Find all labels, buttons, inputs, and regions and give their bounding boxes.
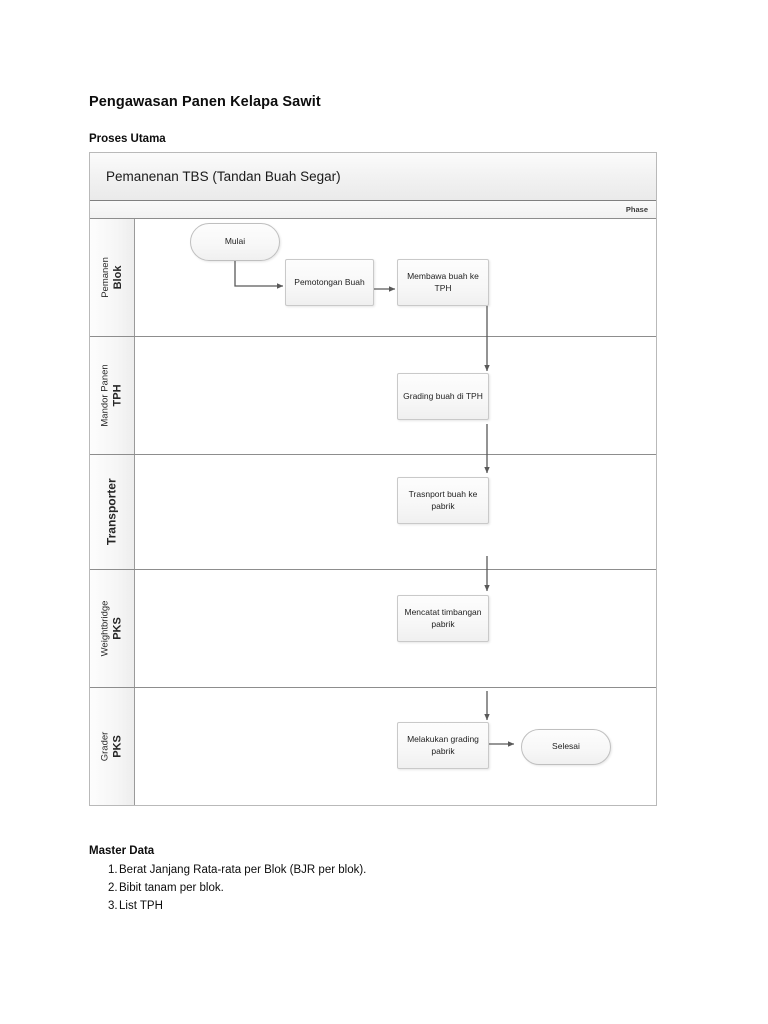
node-mencatat-timbangan-pabrik[interactable]: Mencatat timbangan pabrik bbox=[397, 595, 489, 642]
node-end-selesai[interactable]: Selesai bbox=[521, 729, 611, 765]
pool-title: Pemanenan TBS (Tandan Buah Segar) bbox=[106, 169, 341, 184]
section-heading-master-data: Master Data bbox=[89, 845, 155, 857]
lane-header-mandor-panen-tph: Mandor Panen TPH bbox=[90, 337, 135, 454]
lane-mandor-panen-tph: Mandor Panen TPH Grading buah di TPH bbox=[90, 337, 656, 455]
lane-label-line1: Mandor Panen bbox=[99, 364, 111, 427]
section-heading-proses-utama: Proses Utama bbox=[89, 133, 166, 145]
lane-pemanen-blok: Pemanen Blok Mulai Pemotongan Buah Memba… bbox=[90, 219, 656, 337]
node-start-mulai[interactable]: Mulai bbox=[190, 223, 280, 261]
lane-label-line2: TPH bbox=[111, 384, 124, 407]
list-item-text: Berat Janjang Rata-rata per Blok (BJR pe… bbox=[119, 864, 367, 876]
lane-header-weightbridge-pks: Weightbridge PKS bbox=[90, 570, 135, 687]
node-melakukan-grading-pabrik[interactable]: Melakukan grading pabrik bbox=[397, 722, 489, 769]
list-item: 3. List TPH bbox=[89, 898, 609, 916]
lane-container: Pemanen Blok Mulai Pemotongan Buah Memba… bbox=[90, 219, 656, 805]
lane-label-line1: Weightbridge bbox=[99, 600, 111, 657]
lane-label-line1: Transporter bbox=[104, 478, 119, 546]
lane-body-pemanen-blok: Mulai Pemotongan Buah Membawa buah ke TP… bbox=[135, 219, 656, 336]
list-item: 1. Berat Janjang Rata-rata per Blok (BJR… bbox=[89, 862, 609, 880]
node-transport-buah-ke-pabrik[interactable]: Trasnport buah ke pabrik bbox=[397, 477, 489, 524]
node-pemotongan-buah[interactable]: Pemotongan Buah bbox=[285, 259, 374, 306]
lane-label-line1: Grader bbox=[99, 731, 111, 762]
lane-body-mandor-panen-tph: Grading buah di TPH bbox=[135, 337, 656, 454]
lane-label-line2: PKS bbox=[111, 735, 124, 758]
page-title: Pengawasan Panen Kelapa Sawit bbox=[89, 94, 321, 110]
lane-grader-pks: Grader PKS Melakukan grading pabrik Sele… bbox=[90, 688, 656, 805]
node-membawa-buah-ke-tph[interactable]: Membawa buah ke TPH bbox=[397, 259, 489, 306]
lane-label-line1: Pemanen bbox=[99, 257, 111, 298]
list-item-text: List TPH bbox=[119, 899, 163, 912]
bpmn-pool: Pemanenan TBS (Tandan Buah Segar) Phase … bbox=[89, 152, 657, 806]
phase-bar: Phase bbox=[90, 201, 656, 219]
list-item-number: 2. bbox=[108, 881, 118, 894]
list-item: 2. Bibit tanam per blok. bbox=[89, 880, 609, 898]
lane-body-transporter: Trasnport buah ke pabrik bbox=[135, 455, 656, 569]
lane-weightbridge-pks: Weightbridge PKS Mencatat timbangan pabr… bbox=[90, 570, 656, 688]
node-grading-buah-di-tph[interactable]: Grading buah di TPH bbox=[397, 373, 489, 420]
lane-label-line2: Blok bbox=[111, 265, 124, 290]
pool-header: Pemanenan TBS (Tandan Buah Segar) bbox=[90, 153, 656, 201]
lane-body-weightbridge-pks: Mencatat timbangan pabrik bbox=[135, 570, 656, 687]
master-data-list: 1. Berat Janjang Rata-rata per Blok (BJR… bbox=[89, 862, 609, 915]
lane-header-pemanen-blok: Pemanen Blok bbox=[90, 219, 135, 336]
phase-label: Phase bbox=[625, 205, 648, 214]
lane-body-grader-pks: Melakukan grading pabrik Selesai bbox=[135, 688, 656, 805]
lane-header-transporter: Transporter bbox=[90, 455, 135, 569]
lane-header-grader-pks: Grader PKS bbox=[90, 688, 135, 805]
lane-label-line2: PKS bbox=[111, 617, 124, 640]
list-item-number: 3. bbox=[108, 899, 118, 912]
list-item-number: 1. bbox=[108, 864, 118, 876]
list-item-text: Bibit tanam per blok. bbox=[119, 881, 224, 894]
lane-transporter: Transporter Trasnport buah ke pabrik bbox=[90, 455, 656, 570]
